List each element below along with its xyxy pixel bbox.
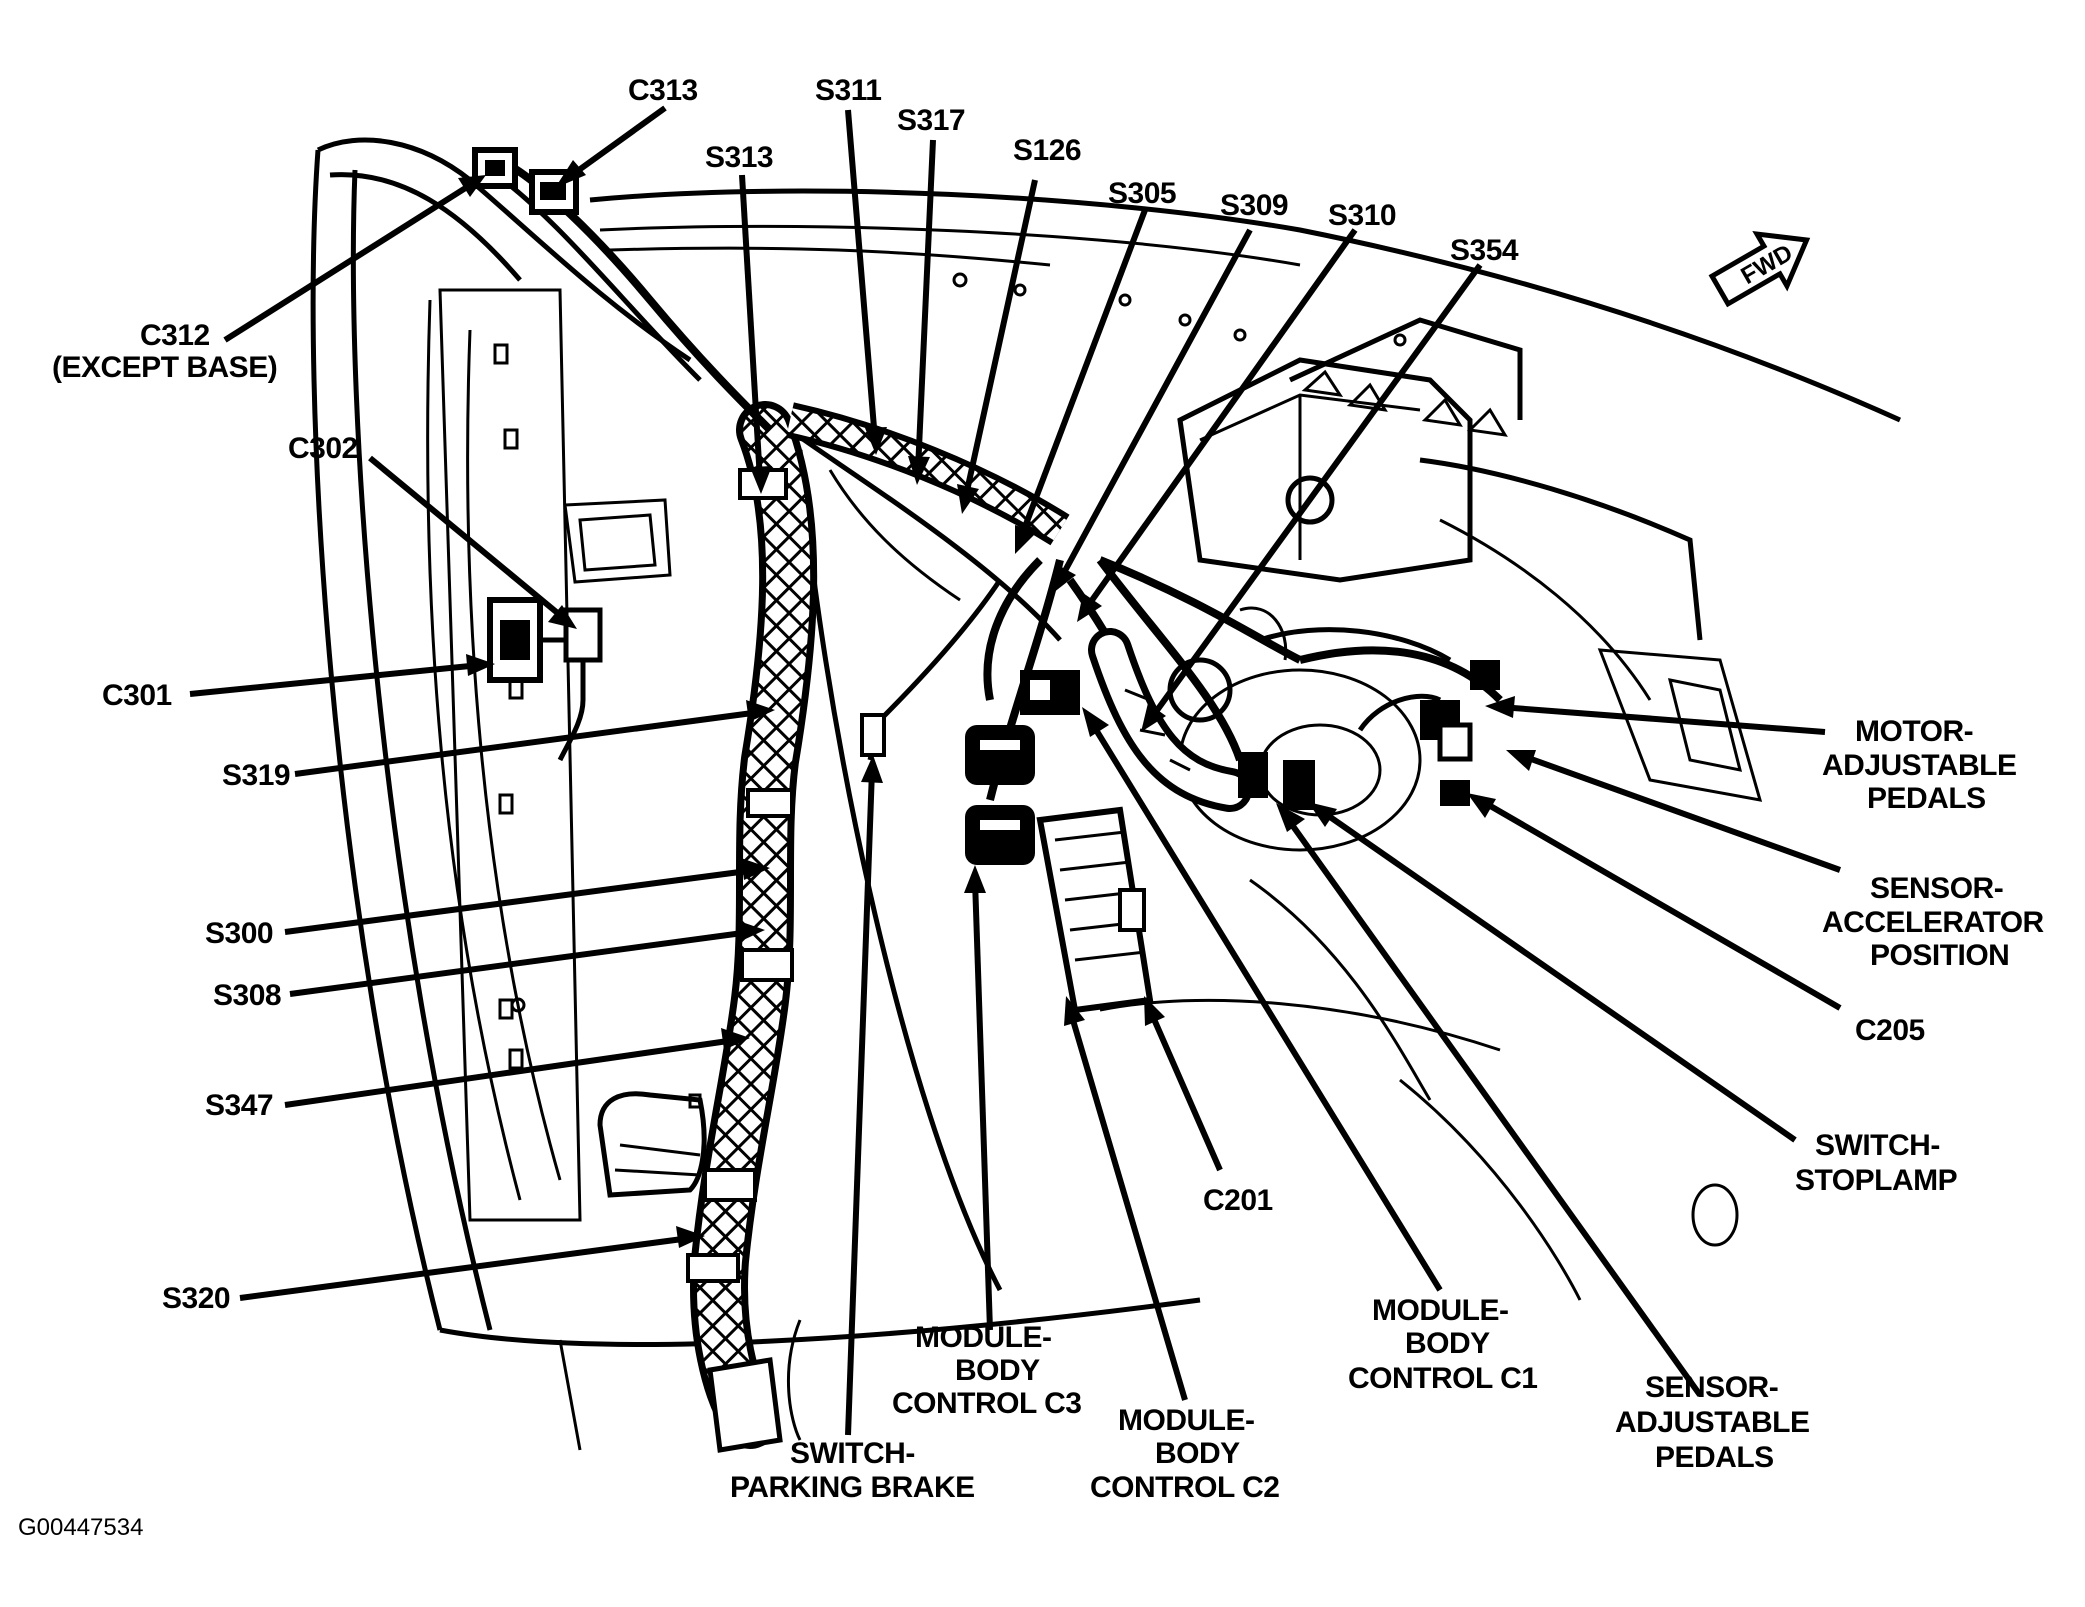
connector-parking-brake-switch [860, 713, 886, 757]
label-bcm-c1-line1: MODULE- [1372, 1294, 1508, 1327]
label-c201: C201 [1203, 1184, 1273, 1217]
leader-lines [189, 105, 1842, 1436]
label-s320: S320 [162, 1282, 230, 1315]
label-s305: S305 [1108, 177, 1176, 210]
label-sensor-adj-line1: SENSOR- [1645, 1371, 1778, 1404]
label-motor-line3: PEDALS [1867, 782, 1986, 815]
label-s317: S317 [897, 104, 965, 137]
connector-c301 [487, 597, 566, 683]
label-c302: C302 [288, 432, 358, 465]
label-bcm-c2-line1: MODULE- [1118, 1404, 1254, 1437]
label-s309: S309 [1220, 189, 1288, 222]
label-s313: S313 [705, 141, 773, 174]
connector-bcm-c2 [1036, 806, 1154, 1014]
label-c312-line2: (EXCEPT BASE) [52, 351, 277, 384]
label-parking-line2: PARKING BRAKE [730, 1471, 975, 1504]
connector-c312 [472, 147, 518, 189]
label-motor-line2: ADJUSTABLE [1822, 749, 2016, 782]
connector-bcm-c3 [965, 725, 1035, 865]
label-sensor-acc-line1: SENSOR- [1870, 872, 2003, 905]
connector-bcm-c1 [1020, 670, 1080, 715]
label-stoplamp-line1: SWITCH- [1815, 1129, 1940, 1162]
label-c313: C313 [628, 74, 698, 107]
label-s311: S311 [815, 74, 881, 107]
label-s354: S354 [1450, 234, 1519, 267]
component-labels: C313 S311 S317 S313 S126 S305 S309 S310 … [18, 74, 2045, 1541]
wire-harness-branches [867, 556, 1503, 812]
label-motor-line1: MOTOR- [1855, 715, 1973, 748]
label-parking-line1: SWITCH- [790, 1437, 915, 1470]
label-stoplamp-line2: STOPLAMP [1795, 1164, 1957, 1197]
fwd-arrow-icon: FWD [1708, 230, 1811, 308]
label-bcm-c2-line2: BODY [1155, 1437, 1240, 1470]
connector-c205 [1440, 780, 1470, 806]
vehicle-body-line-art [310, 137, 1902, 1451]
label-sensor-adj-line3: PEDALS [1655, 1441, 1774, 1474]
wire-harness-main-trunk [488, 156, 1070, 1453]
label-bcm-c1-line3: CONTROL C1 [1348, 1362, 1537, 1395]
label-s126: S126 [1013, 134, 1081, 167]
label-s347: S347 [205, 1089, 273, 1122]
label-c301: C301 [102, 679, 172, 712]
label-bcm-c1-line2: BODY [1405, 1327, 1490, 1360]
label-bcm-c3-line1: MODULE- [915, 1321, 1051, 1354]
label-c312-line1: C312 [140, 319, 210, 352]
label-s308: S308 [213, 979, 281, 1012]
label-s300: S300 [205, 917, 273, 950]
connector-motor-adjustable-pedals [1357, 660, 1500, 762]
label-sensor-acc-line2: ACCELERATOR [1822, 906, 2045, 939]
label-bcm-c2-line3: CONTROL C2 [1090, 1471, 1279, 1504]
label-sensor-adj-line2: ADJUSTABLE [1615, 1406, 1809, 1439]
connector-c302 [557, 607, 603, 762]
label-sensor-acc-line3: POSITION [1870, 939, 2009, 972]
label-s319: S319 [222, 759, 290, 792]
figure-id: G00447534 [18, 1514, 143, 1541]
label-s310: S310 [1328, 199, 1396, 232]
connector-sensor-adjustable-pedals [1238, 752, 1315, 810]
label-bcm-c3-line3: CONTROL C3 [892, 1387, 1081, 1420]
label-bcm-c3-line2: BODY [955, 1354, 1040, 1387]
label-c205: C205 [1855, 1014, 1925, 1047]
